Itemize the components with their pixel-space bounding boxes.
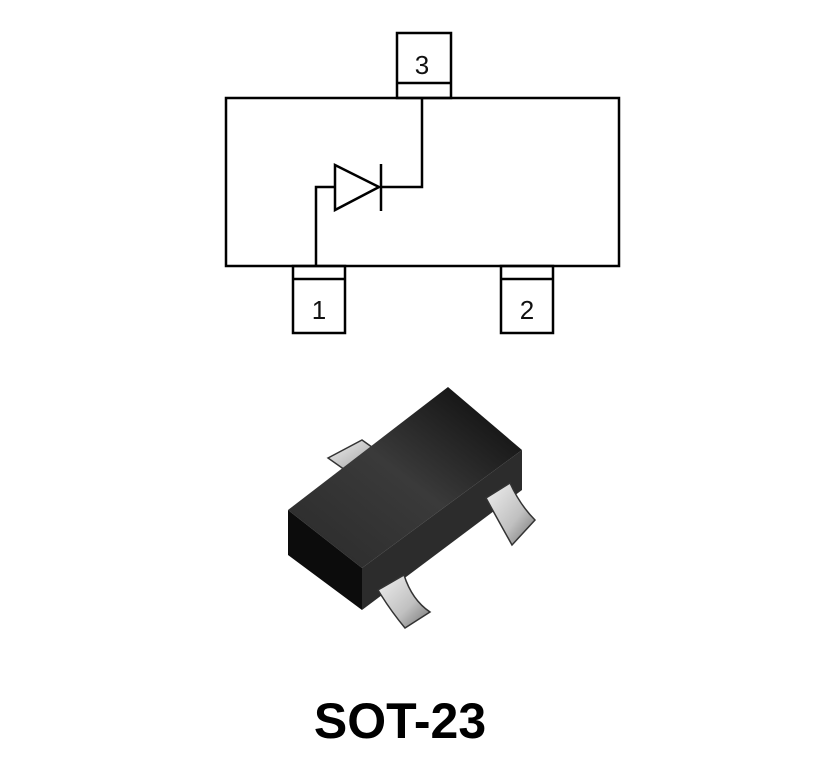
pin-3-label: 3 <box>415 50 429 80</box>
cathode-wire <box>381 98 424 189</box>
pin-2-label: 2 <box>520 295 534 325</box>
body-end-face <box>288 510 362 610</box>
anode-wire <box>314 185 335 266</box>
schematic <box>224 31 621 335</box>
lead-1 <box>376 573 432 629</box>
package-3d-render <box>288 387 537 629</box>
pin-3 <box>395 31 453 100</box>
pin-1 <box>291 264 347 335</box>
body-top-face <box>288 387 522 568</box>
diode-symbol <box>333 162 382 213</box>
pin-2 <box>499 264 555 335</box>
pin-1-label: 1 <box>312 295 326 325</box>
package-name-label: SOT-23 <box>313 693 487 749</box>
lead-2 <box>485 481 537 547</box>
body-side-face <box>362 450 522 610</box>
